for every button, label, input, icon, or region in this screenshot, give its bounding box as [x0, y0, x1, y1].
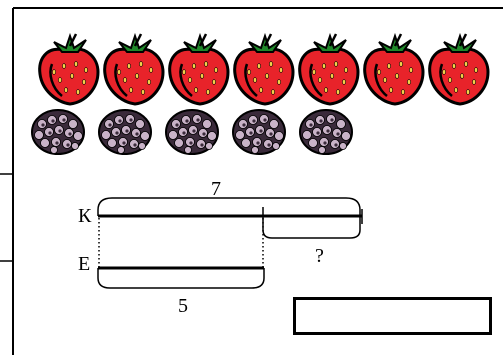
blackberry-icon [299, 109, 353, 155]
strawberry-icon [103, 32, 165, 106]
strawberry-icon [168, 32, 230, 106]
strawberry-icon [428, 32, 490, 106]
blackberry-icon [165, 109, 219, 155]
answer-box[interactable] [293, 297, 492, 335]
part-brace [97, 268, 265, 289]
strawberry-icon [363, 32, 425, 106]
part-label: 5 [178, 295, 188, 317]
strawberry-icon [233, 32, 295, 106]
blackberry-row [31, 109, 353, 155]
unknown-label: ? [315, 245, 324, 267]
row-label-e: Е [78, 253, 91, 275]
blackberry-icon [31, 109, 85, 155]
strawberry-row [38, 32, 490, 106]
total-brace [97, 197, 361, 216]
blackberry-icon [98, 109, 152, 155]
bar-diagram [97, 197, 363, 289]
strawberry-icon [298, 32, 360, 106]
unknown-brace [262, 216, 361, 239]
total-label: 7 [211, 178, 221, 200]
row-label-k: К [78, 205, 92, 227]
strawberry-icon [38, 32, 100, 106]
blackberry-icon [232, 109, 286, 155]
